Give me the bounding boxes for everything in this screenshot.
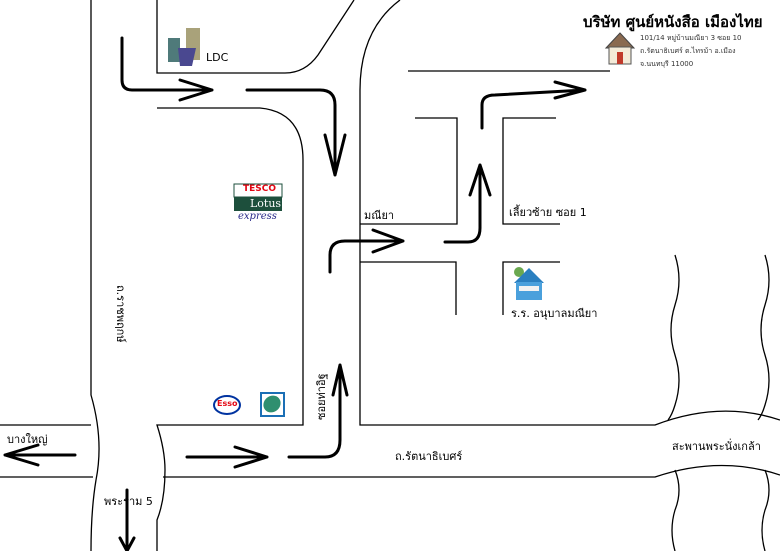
road-rama5: พระราม 5: [104, 495, 153, 508]
label-maneeya: มณียา: [364, 209, 395, 222]
river-bank: [667, 254, 680, 421]
label-turn-left-soi1: เลี้ยวซ้าย ซอย 1: [509, 206, 587, 219]
school-icon: [514, 267, 544, 300]
lotus-text: Lotus: [250, 197, 282, 210]
address-line-2: ถ.รัตนาธิเบศร์ ต.ไทรม้า อ.เมือง: [640, 47, 736, 55]
school-label: ร.ร. อนุบาลมณียา: [511, 307, 598, 320]
road-bang-yai: บางใหญ่: [7, 433, 48, 446]
express-text: express: [238, 211, 277, 222]
tesco-text: TESCO: [243, 184, 277, 194]
bangchak-logo: [260, 392, 285, 417]
road-rattanathibet: ถ.รัตนาธิเบศร์: [395, 450, 463, 463]
company-name: บริษัท ศูนย์หนังสือ เมืองไทย: [583, 13, 763, 31]
label-bridge: สะพานพระนั่งเกล้า: [672, 440, 761, 453]
house-icon: [604, 32, 636, 65]
esso-text: Esso: [217, 399, 238, 408]
road-soi-tha-it: ซอยท่าอิฐ: [315, 373, 328, 420]
address-line-1: 101/14 หมู่บ้านมณียา 3 ซอย 10: [640, 34, 742, 42]
ldc-building-icon: [168, 28, 200, 66]
road-ratchaphruek: ถ.ราชพฤกษ์: [114, 285, 127, 343]
route-arrows: [3, 36, 587, 551]
ldc-label: LDC: [206, 51, 229, 64]
address-line-3: จ.นนทบุรี 11000: [640, 60, 694, 68]
esso-logo: [213, 395, 241, 415]
tesco-lotus-logo: [233, 183, 283, 211]
